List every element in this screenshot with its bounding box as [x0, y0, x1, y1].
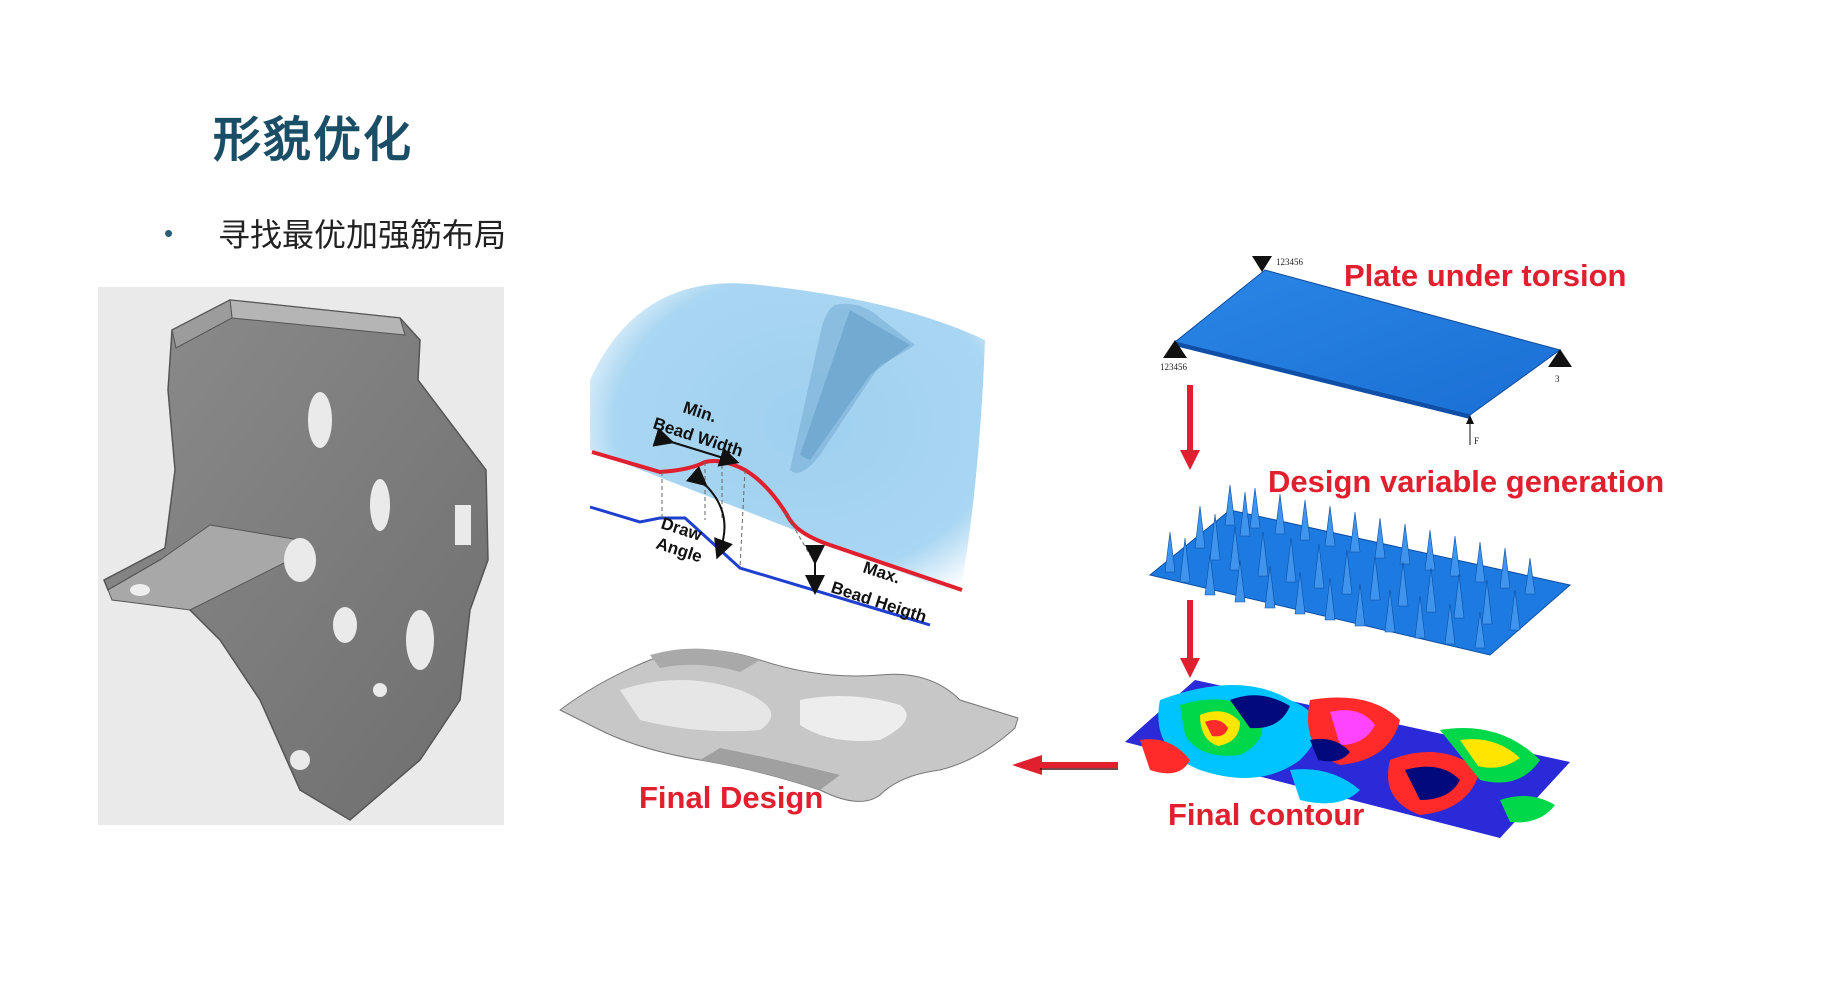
- label-plate-under-torsion: Plate under torsion: [1344, 258, 1627, 293]
- final-contour-surface: [1125, 680, 1570, 838]
- label-final-design: Final Design: [639, 780, 824, 815]
- arrow-to-final-design: [1012, 755, 1118, 775]
- bullet-text: 寻找最优加强筋布局: [218, 216, 507, 254]
- plate-under-torsion: 123456 123456 3 F: [1160, 256, 1572, 446]
- support-top-icon: [1252, 256, 1272, 272]
- annotation-right: 3: [1555, 374, 1560, 384]
- bottom-profile-line: [589, 505, 931, 627]
- arrow-down-1: [1180, 385, 1200, 470]
- label-final-contour: Final contour: [1168, 797, 1365, 832]
- arrow-down-2: [1180, 600, 1200, 678]
- label-design-variable-generation: Design variable generation: [1268, 464, 1665, 499]
- bullet-dot: •: [164, 218, 174, 248]
- force-arrow-icon: [1466, 415, 1474, 424]
- annotation-left: 123456: [1160, 362, 1188, 372]
- max-bead-height-label-2: Bead Heigth: [829, 578, 929, 627]
- support-right-icon: [1548, 349, 1572, 367]
- support-left-icon: [1163, 340, 1187, 358]
- final-design-surface: [559, 648, 1019, 802]
- design-variable-surface: [1148, 484, 1572, 656]
- bead-diagram: Min. Bead Width Draw Angle Max. Bead Hei…: [589, 283, 985, 627]
- annotation-top: 123456: [1276, 257, 1304, 267]
- slide-title: 形貌优化: [213, 112, 414, 168]
- bracket-part-image: [98, 287, 504, 825]
- annotation-force: F: [1474, 436, 1479, 446]
